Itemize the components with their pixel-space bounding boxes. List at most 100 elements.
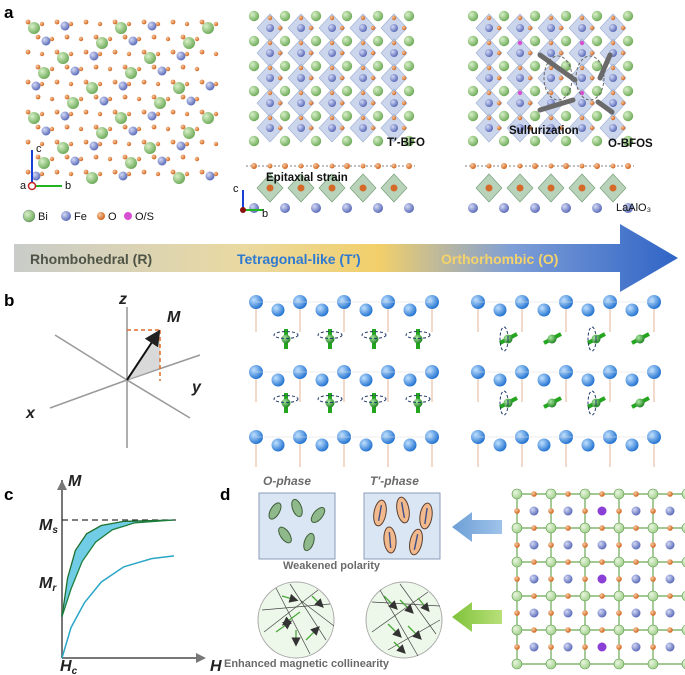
dipole [278,526,292,544]
oxygen-atom [107,126,113,132]
bi-atom [279,10,291,22]
mr-label: Mr [39,575,57,594]
oxygen-site [531,593,537,599]
oxygen-atom [308,75,314,81]
la-atom [623,203,633,213]
oxygen-atom [25,19,31,25]
precession-ring [273,395,299,403]
fe-atom [41,36,51,46]
oxygen-atom [25,139,31,145]
tbfo-label: T′-BFO [387,137,425,149]
oxygen-atom [267,40,273,46]
oxygen-atom [93,64,99,70]
oxygen-atom [370,125,376,131]
fe-sphere [537,373,551,387]
dipole-arrow [424,507,428,525]
oxygen-atom [64,154,70,160]
oxygen-atom [136,66,142,72]
bi-atom [144,142,156,154]
legend-os-label: O/S [135,211,154,223]
oxygen-atom [49,96,55,102]
oxygen-site [565,627,571,633]
oxygen-atom [486,40,492,46]
oxygen-atom [251,163,257,169]
fe-atom [157,156,167,166]
fe-atom [31,171,41,181]
bi-atom [279,85,291,97]
moment-arrow [399,599,414,614]
fe-atom [266,49,274,57]
axis-a-label: a [20,180,27,192]
panel-a-letter: a [4,3,14,22]
oxygen-atom [470,163,476,169]
oxygen-atom [78,156,84,162]
bi-atom [529,135,541,147]
fe-atom [328,124,336,132]
oxygen-atom [83,139,89,145]
weakened-polarity-label: Weakened polarity [283,560,381,572]
oxygen-atom [496,100,502,106]
bi-atom [341,110,353,122]
oxygen-site [633,593,639,599]
fe-site [665,540,675,550]
oxygen-atom [610,65,616,71]
bi-site [681,557,685,567]
al-atom [609,184,617,192]
phase-transition-arrow: Rhombohedral (R) Tetragonal-like (T′) Or… [14,224,678,292]
fe-sphere [493,438,507,452]
la-atom [373,203,383,213]
fe-atom [516,49,524,57]
oxygen-site [565,559,571,565]
precession-ring [587,326,597,352]
bi-atom [248,35,260,47]
bi-atom [529,35,541,47]
fe-atom [547,124,555,132]
bi-site [647,556,659,568]
bi-atom [341,35,353,47]
precession-ring [499,390,509,416]
spin-site [413,334,423,344]
oxygen-atom [122,154,128,160]
oxygen-atom [360,15,366,21]
bi-site [613,590,625,602]
bi-site [579,556,591,568]
bi-site [545,522,557,534]
oxygen-atom [112,169,118,175]
al-atom [578,184,586,192]
la-atom [499,203,509,213]
oxygen-atom [97,51,103,57]
oxygen-atom [548,40,554,46]
distortion-arrow [537,52,578,83]
oxygen-atom [78,126,84,132]
spin-site [325,334,335,344]
oxygen-atom [329,40,335,46]
oxygen-atom [54,49,60,55]
bi-atom [38,157,50,169]
os-site [597,642,607,652]
oxygen-atom [360,163,366,169]
axis-b-label: b [65,180,71,192]
fe-sphere [581,303,595,317]
oxygen-atom [610,163,616,169]
legend-os-swatch [124,212,132,220]
bi-atom [57,52,69,64]
oxygen-site [514,542,520,548]
oxygen-atom [548,65,554,71]
oxygen-atom [107,96,113,102]
oxygen-atom [620,50,626,56]
oxygen-atom [141,109,147,115]
fe-atom [328,99,336,107]
oxygen-atom [558,75,564,81]
oxygen-atom [155,111,161,117]
bi-site [613,658,625,670]
oxygen-site [667,559,673,565]
oxygen-site [633,491,639,497]
fe-sphere [493,373,507,387]
dipole [310,507,326,523]
oxygen-atom [107,66,113,72]
fe-site [563,642,573,652]
oxygen-site [514,610,520,616]
oxygen-site [582,576,588,582]
domain-wall [275,587,311,655]
